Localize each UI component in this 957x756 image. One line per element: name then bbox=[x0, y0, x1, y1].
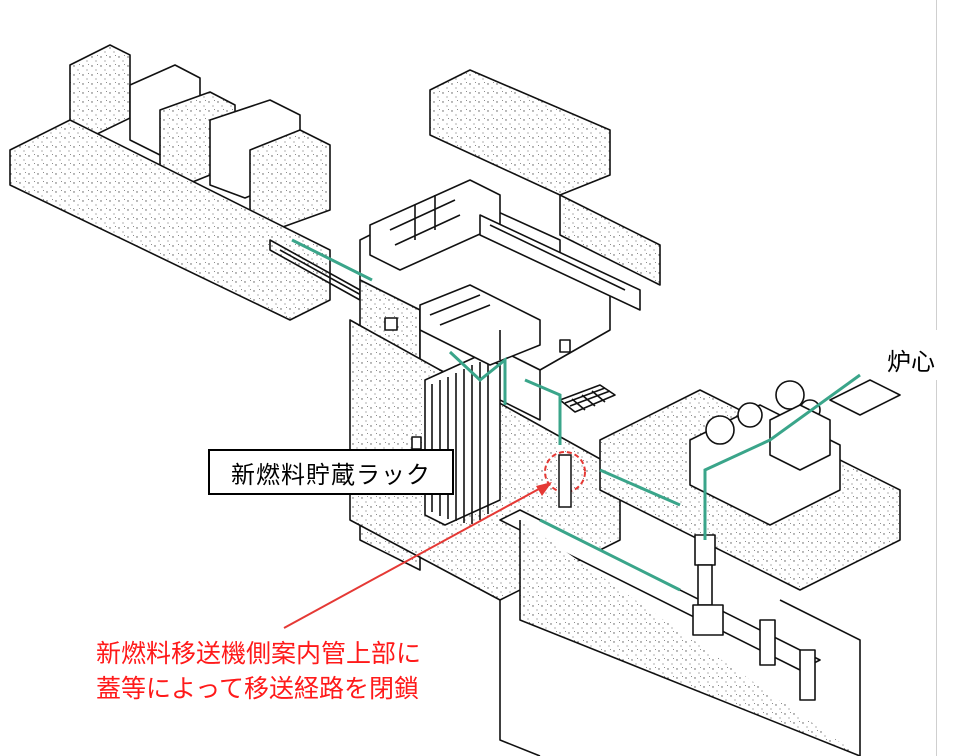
reactor-head-machinery bbox=[689, 379, 901, 526]
fuel-storage-rack bbox=[424, 354, 501, 526]
guide-tube bbox=[558, 454, 572, 508]
closure-note: 新燃料移送機側案内管上部に 蓋等によって移送経路を閉鎖 bbox=[96, 636, 421, 706]
callout-arrow bbox=[283, 483, 549, 629]
fuel-rack-label: 新燃料貯蔵ラック bbox=[208, 449, 454, 495]
transfer-route bbox=[291, 238, 861, 592]
closure-note-line-2: 蓋等によって移送経路を閉鎖 bbox=[96, 674, 420, 703]
page-edge-lower bbox=[936, 380, 937, 756]
callout-arrowhead bbox=[536, 482, 552, 496]
transfer-machine bbox=[369, 179, 641, 311]
closure-note-line-1: 新燃料移送機側案内管上部に bbox=[96, 639, 422, 668]
building-structure bbox=[9, 44, 901, 756]
transfer-rotor bbox=[692, 534, 816, 701]
guide-tube-highlight bbox=[544, 451, 586, 493]
page-edge-upper bbox=[936, 0, 937, 330]
reactor-core-label: 炉心 bbox=[887, 348, 935, 376]
